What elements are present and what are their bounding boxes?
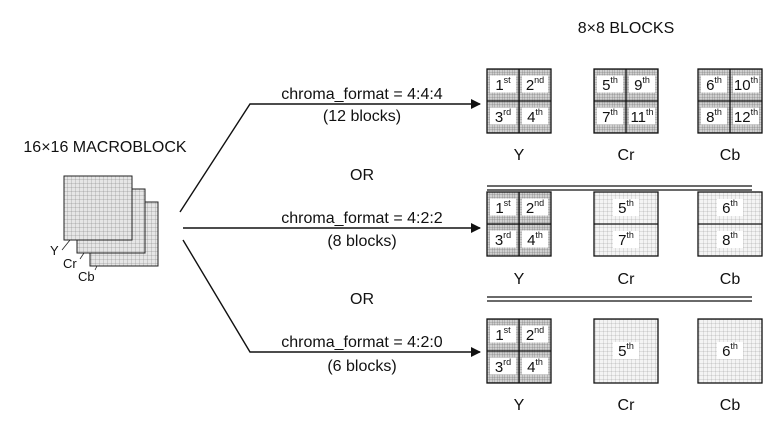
cell-label-bg — [522, 75, 548, 93]
cell-label-bg — [490, 198, 516, 216]
block-number: 1st — [495, 75, 511, 94]
cell-label-bg — [629, 75, 655, 93]
cell-label-bg — [701, 107, 727, 125]
cell-label-bg — [717, 199, 743, 216]
cell-label-bg — [490, 325, 516, 343]
cell-label-bg — [522, 230, 548, 248]
block-number: 8th — [706, 107, 722, 126]
or-label-1: OR — [350, 167, 374, 184]
block-number: 1st — [495, 198, 511, 217]
block-number: 3rd — [495, 357, 511, 376]
cell-label-bg — [733, 107, 759, 125]
separator-1 — [487, 185, 752, 191]
cell-label-bg — [522, 107, 548, 125]
format-label-422: chroma_format = 4:2:2 — [281, 210, 443, 227]
cell-label-bg — [522, 325, 548, 343]
cell-label-bg — [733, 75, 759, 93]
block-number: 2nd — [526, 325, 544, 344]
cell-label-bg — [597, 75, 623, 93]
block-number: 2nd — [526, 198, 544, 217]
cell-label-bg — [613, 342, 639, 359]
block-number: 6th — [706, 75, 722, 94]
cell-label-bg — [490, 75, 516, 93]
block-number: 4th — [527, 357, 543, 376]
block-number: 5th — [618, 198, 634, 217]
block-number: 11th — [630, 107, 653, 126]
block-number: 5th — [602, 75, 618, 94]
block-group-label: Cb — [720, 271, 741, 288]
block-number: 3rd — [495, 107, 511, 126]
block-number: 9th — [634, 75, 650, 94]
block-number: 8th — [722, 230, 738, 249]
macroblock-layer-y — [63, 175, 133, 241]
or-label-2: OR — [350, 291, 374, 308]
block-number: 7th — [602, 107, 618, 126]
cell-label-bg — [717, 342, 743, 359]
macroblock-title: 16×16 MACROBLOCK — [23, 139, 187, 156]
macroblock-label-cr: Cr — [63, 256, 77, 271]
arrow-420 — [182, 239, 481, 357]
format-arrows — [179, 99, 481, 357]
cell-label-bg — [701, 75, 727, 93]
format-label-444: chroma_format = 4:4:4 — [281, 86, 443, 103]
count-label-420: (6 blocks) — [327, 358, 396, 375]
separator-2 — [487, 296, 752, 302]
cell-label-bg — [522, 357, 548, 375]
block-number: 1st — [495, 325, 511, 344]
block-group-label: Cr — [618, 271, 636, 288]
block-number: 6th — [722, 198, 738, 217]
block-number: 7th — [618, 230, 634, 249]
block-number: 3rd — [495, 230, 511, 249]
cell-label-bg — [613, 231, 639, 248]
macroblock-label-y: Y — [50, 243, 59, 258]
blocks-title: 8×8 BLOCKS — [578, 20, 675, 37]
block-group-label: Cr — [618, 397, 636, 414]
block-group-label: Y — [514, 271, 525, 288]
cell-label-bg — [490, 230, 516, 248]
macroblock-label-cb: Cb — [78, 269, 95, 284]
block-number: 5th — [618, 341, 634, 360]
block-number: 2nd — [526, 75, 544, 94]
cell-label-bg — [717, 231, 743, 248]
block-group-label: Y — [514, 147, 525, 164]
format-label-420: chroma_format = 4:2:0 — [281, 334, 443, 351]
cell-label-bg — [629, 107, 655, 125]
macroblock-stack: Y Cr Cb — [50, 175, 159, 284]
block-group-label: Cb — [720, 147, 741, 164]
arrow-444 — [179, 99, 481, 213]
block-number: 4th — [527, 230, 543, 249]
block-number: 12th — [734, 107, 758, 126]
block-number: 4th — [527, 107, 543, 126]
block-group-label: Y — [514, 397, 525, 414]
block-number: 10th — [734, 75, 758, 94]
cell-label-bg — [490, 357, 516, 375]
block-group-label: Cb — [720, 397, 741, 414]
cell-label-bg — [490, 107, 516, 125]
cell-label-bg — [522, 198, 548, 216]
block-number: 6th — [722, 341, 738, 360]
count-label-444: (12 blocks) — [323, 108, 401, 125]
cell-label-bg — [597, 107, 623, 125]
cell-label-bg — [613, 199, 639, 216]
block-group-label: Cr — [618, 147, 636, 164]
count-label-422: (8 blocks) — [327, 233, 396, 250]
